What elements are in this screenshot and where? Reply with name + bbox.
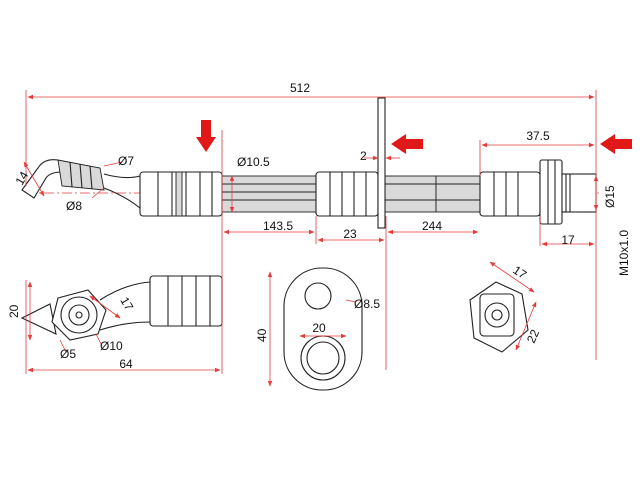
- dim-banjo-length-64: 64: [119, 357, 133, 371]
- dim-overall-length: 512: [290, 81, 310, 95]
- dimension-lines: [23, 94, 599, 387]
- dim-plate-height-40: 40: [255, 328, 269, 342]
- dim-end-length-37-5: 37.5: [526, 129, 550, 143]
- dim-end-height-14: 14: [12, 169, 31, 188]
- extension-lines: [25, 90, 597, 374]
- arrow-marker-icon: [196, 120, 632, 154]
- dim-len-23: 23: [343, 227, 357, 241]
- dim-bracket-thickness: 2: [360, 149, 367, 163]
- dim-banjo-height-20: 20: [7, 304, 21, 318]
- dim-dia-10-5: Ø10.5: [237, 155, 270, 169]
- mid-bracket-fitting: [315, 97, 386, 229]
- dim-dia-8: Ø8: [66, 199, 82, 213]
- dim-dia-7: Ø7: [118, 154, 134, 168]
- dim-len-143-5: 143.5: [263, 219, 293, 233]
- dim-nut-22: 22: [524, 327, 542, 345]
- dim-dia-10: Ø10: [100, 339, 123, 353]
- end-nut-view: [469, 281, 529, 353]
- hose-body: [221, 175, 481, 213]
- bracket-plate-view: [283, 267, 363, 391]
- right-end-fitting: [479, 159, 597, 225]
- dim-banjo-width-17: 17: [117, 295, 136, 314]
- banjo-top-view: [20, 275, 223, 341]
- dim-thread: M10x1.0: [617, 230, 631, 276]
- dim-dia-15: Ø15: [603, 185, 617, 208]
- dim-plate-spacing-20: 20: [312, 321, 326, 335]
- dim-hex-17-side: 17: [561, 233, 575, 247]
- dim-dia-5: Ø5: [60, 347, 76, 361]
- dim-len-244: 244: [422, 219, 442, 233]
- left-crimp-fitting: [139, 171, 223, 217]
- dim-plate-hole-8-5: Ø8.5: [354, 297, 380, 311]
- dim-nut-17: 17: [510, 263, 529, 282]
